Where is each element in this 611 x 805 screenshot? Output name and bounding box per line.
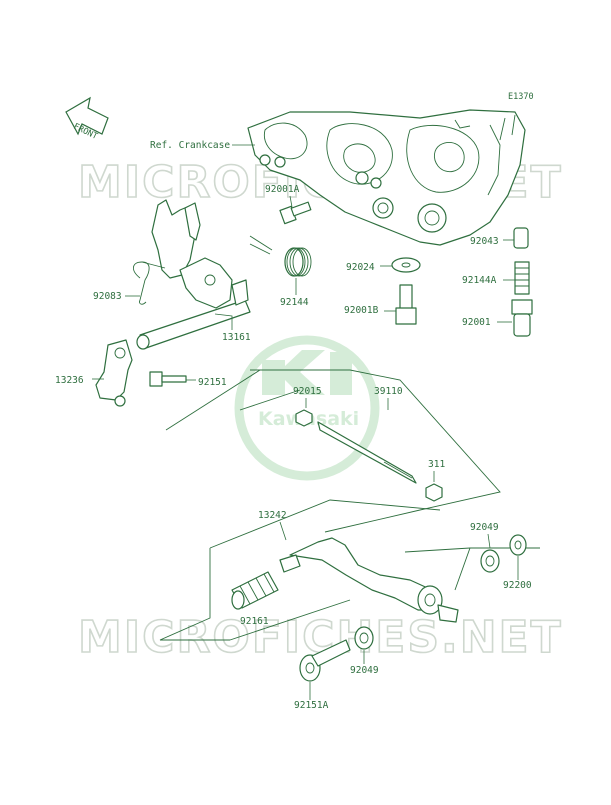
label-92049-upper: 92049: [470, 522, 499, 533]
ref-crankcase-label: Ref. Crankcase: [150, 140, 230, 151]
label-92024: 92024: [346, 262, 375, 273]
label-92200: 92200: [503, 580, 532, 591]
label-13236: 13236: [55, 375, 84, 386]
part-92043-pin: [513, 227, 529, 249]
label-92161: 92161: [240, 616, 269, 627]
part-92083-spring: [133, 261, 166, 305]
label-92049-lower: 92049: [350, 665, 379, 676]
part-92049-seal-lower: [354, 626, 374, 650]
label-92083: 92083: [93, 291, 122, 302]
part-92015-nut: [295, 409, 313, 427]
label-311: 311: [428, 459, 445, 470]
label-92151a: 92151A: [294, 700, 329, 711]
kawasaki-logo: Kawasaki: [234, 335, 380, 481]
tie-rod-group-outline: [250, 369, 501, 533]
part-92200-washer: [509, 534, 527, 556]
part-13236-lever: [95, 339, 133, 407]
front-arrow-icon: FRONT: [65, 96, 109, 142]
part-92144a-spring: [514, 261, 530, 295]
part-311-nut: [425, 483, 443, 502]
label-92144a: 92144A: [462, 275, 497, 286]
part-92049-seal-upper: [480, 549, 500, 573]
label-39110: 39110: [374, 386, 403, 397]
part-39110-rod: [317, 421, 417, 484]
part-92001b-bolt: [395, 284, 417, 325]
part-92144-spring: [249, 235, 312, 277]
label-92015: 92015: [293, 386, 322, 397]
label-13161: 13161: [222, 332, 251, 343]
label-13242: 13242: [258, 510, 287, 521]
part-92024-washer: [391, 257, 421, 273]
label-92001: 92001: [462, 317, 491, 328]
part-92151-bolt: [149, 371, 187, 387]
part-13161-shift-shaft: [136, 199, 251, 350]
label-92144: 92144: [280, 297, 309, 308]
part-92151a-bolt: [299, 639, 351, 682]
label-92001b: 92001B: [344, 305, 379, 316]
part-92001-bolt: [511, 299, 533, 337]
label-92001a: 92001A: [265, 184, 300, 195]
part-13242-pedal: [279, 537, 459, 623]
part-92001a-bolt: [279, 201, 312, 225]
crankcase-illustration: [247, 109, 526, 246]
label-92043: 92043: [470, 236, 499, 247]
diagram-code: E1370: [508, 92, 534, 102]
part-92161-rubber: [231, 571, 279, 610]
label-92151: 92151: [198, 377, 227, 388]
